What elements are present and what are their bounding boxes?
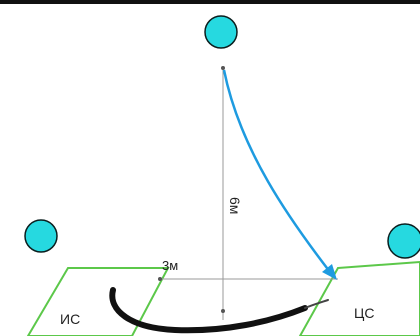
right-zone-label: ЦС <box>354 305 374 321</box>
horizontal-distance-label: 3м <box>162 258 178 273</box>
top-border <box>0 0 420 4</box>
right-zone <box>298 260 420 336</box>
ground-path <box>109 287 308 334</box>
vertical-distance-label: 6м <box>227 197 243 214</box>
top-circle-icon <box>204 15 238 49</box>
ground-path-tail <box>304 299 329 309</box>
left-circle-icon <box>24 219 58 253</box>
right-circle-icon <box>387 223 420 259</box>
horizontal-line-left-dot <box>158 277 162 281</box>
vertical-line-top-dot <box>221 66 225 70</box>
trajectory-arrow <box>222 69 331 273</box>
arrowhead-icon <box>322 264 337 280</box>
vertical-line-bottom-dot <box>221 309 225 313</box>
left-zone-label: ИС <box>60 311 80 327</box>
left-zone <box>26 267 170 336</box>
